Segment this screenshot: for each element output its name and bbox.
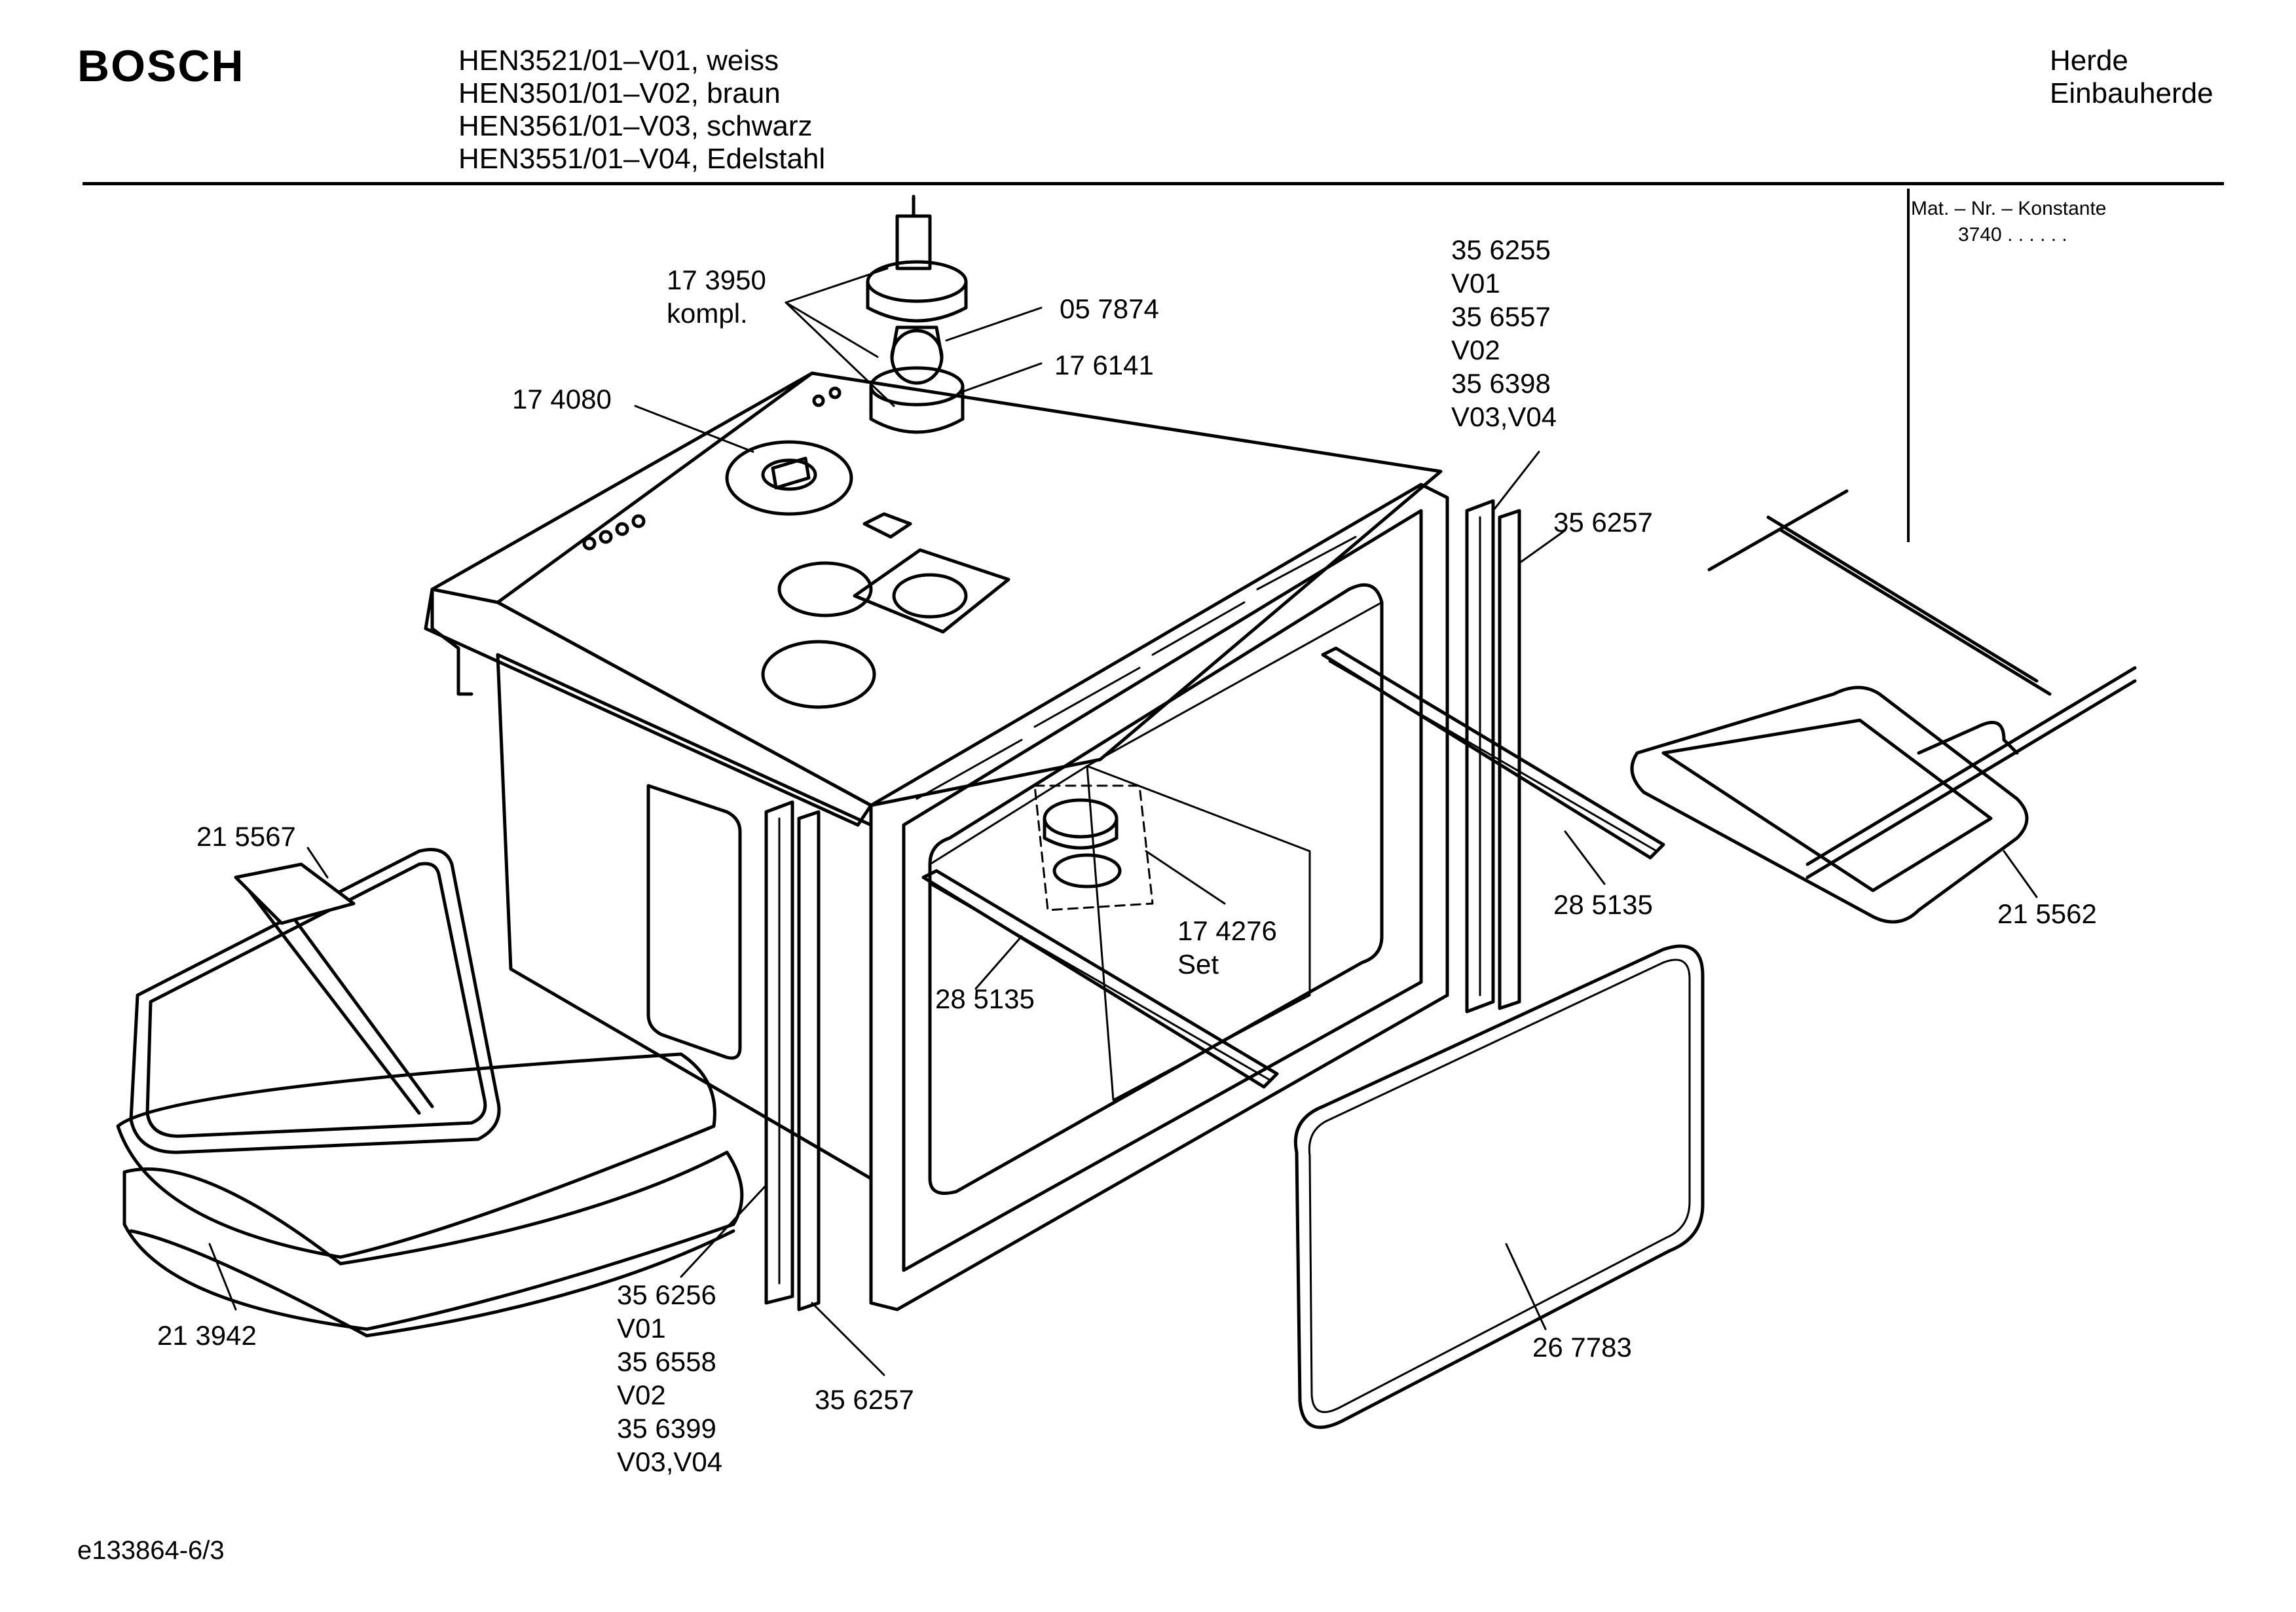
door-seal [116, 1052, 744, 1338]
model-line: HEN3521/01–V01, weiss [458, 45, 779, 77]
lamp-set [1033, 784, 1154, 911]
oven-housing [424, 371, 1449, 1311]
part-label-285135-left: 28 5135 [935, 983, 1035, 1014]
model-line: HEN3501/01–V02, braun [458, 77, 781, 109]
part-label-356257-bottom: 35 6257 [815, 1384, 914, 1415]
grill-heater [1630, 489, 2137, 924]
frame-strips-right [1465, 499, 1521, 1014]
part-note: kompl. [667, 298, 748, 329]
fan-cover [725, 440, 853, 516]
category-line: Einbauherde [2050, 77, 2213, 109]
model-list: HEN3521/01–V01, weiss HEN3501/01–V02, br… [458, 45, 825, 175]
part-label-356257-top: 35 6257 [1553, 507, 1653, 538]
part-number: 35 6558 [617, 1346, 716, 1377]
part-variant: V02 [617, 1380, 666, 1410]
part-number: 17 3950 [667, 265, 766, 295]
part-number: 35 6398 [1451, 368, 1551, 399]
mat-nr-value: 3740 . . . . . . [1958, 224, 2067, 246]
part-number: 35 6557 [1451, 301, 1551, 332]
brand-logo: BOSCH [77, 41, 245, 91]
part-number: 35 6399 [617, 1413, 716, 1444]
part-label-356256: 35 6256 V01 35 6558 V02 35 6399 V03,V04 [617, 1278, 722, 1478]
part-variant: V02 [1451, 335, 1500, 365]
part-number: 17 4276 [1177, 915, 1277, 946]
ring-heater-left [129, 848, 501, 1154]
category-line: Herde [2050, 45, 2128, 77]
part-number: 35 6255 [1451, 234, 1551, 265]
part-label-213942: 21 3942 [157, 1320, 257, 1351]
shelf-rail-right [1321, 646, 1665, 860]
leader-lines [208, 267, 2038, 1376]
part-variant: V03,V04 [1451, 401, 1557, 432]
part-variant: V01 [1451, 268, 1500, 299]
frame-strips-left [764, 800, 821, 1311]
model-line: HEN3561/01–V03, schwarz [458, 110, 813, 142]
part-label-173950: 17 3950 kompl. [667, 263, 766, 330]
model-line: HEN3551/01–V04, Edelstahl [458, 143, 826, 175]
part-label-215562: 21 5562 [1997, 898, 2097, 929]
category-block: Herde Einbauherde [2050, 45, 2213, 110]
shelf-rail-left [921, 869, 1279, 1089]
part-variant: V03,V04 [617, 1446, 723, 1477]
door-glass [1293, 944, 1705, 1429]
drawing-id: e133864-6/3 [77, 1536, 225, 1565]
mat-nr-title: Mat. – Nr. – Konstante [1911, 198, 2107, 219]
part-label-215567: 21 5567 [196, 821, 296, 852]
part-label-356255: 35 6255 V01 35 6557 V02 35 6398 V03,V04 [1451, 233, 1557, 433]
thermostat-assembly [866, 194, 968, 434]
mat-box-divider [1907, 189, 1910, 542]
part-label-057874: 05 7874 [1060, 293, 1159, 324]
part-number: 35 6256 [617, 1279, 716, 1310]
part-label-174276: 17 4276 Set [1177, 914, 1277, 981]
header-divider [83, 182, 2224, 185]
part-note: Set [1177, 949, 1219, 980]
part-label-176141: 17 6141 [1054, 350, 1154, 380]
part-label-267783: 26 7783 [1532, 1332, 1632, 1363]
part-label-285135-right: 28 5135 [1553, 889, 1653, 920]
part-label-174080: 17 4080 [512, 384, 612, 414]
part-variant: V01 [617, 1313, 666, 1344]
